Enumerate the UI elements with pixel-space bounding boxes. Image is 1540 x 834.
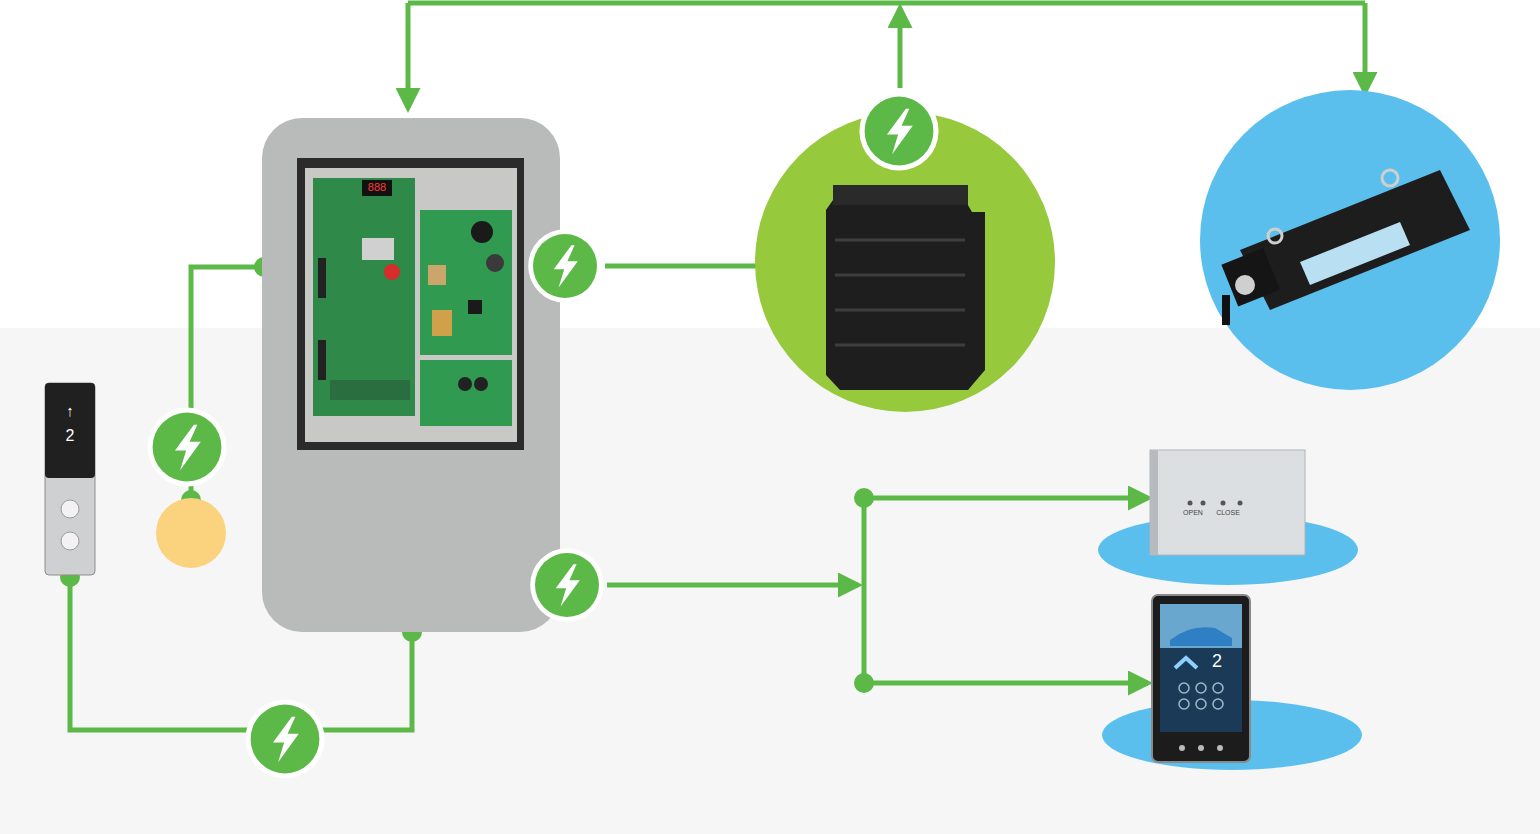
hall-call-panel: ↑2 <box>45 383 95 478</box>
lower-band <box>0 328 1540 834</box>
power-badge <box>245 699 324 778</box>
power-badge <box>859 91 938 170</box>
direction-arrow: ↑ <box>45 403 95 420</box>
indicator-lamp <box>156 498 226 568</box>
door-motor <box>1221 170 1470 325</box>
power-badge <box>530 548 604 622</box>
power-badge <box>147 407 226 486</box>
door-controller: OPEN CLOSE <box>1150 450 1305 555</box>
car-touchscreen <box>1152 595 1250 762</box>
car-touchscreen: 2 <box>1160 604 1242 732</box>
floor-number: 2 <box>1202 652 1232 672</box>
motor-disc <box>1200 90 1500 390</box>
hall-call-panel <box>45 383 95 575</box>
floor-number: 2 <box>45 427 95 445</box>
segment-display: 888 <box>362 181 392 193</box>
button-label: CLOSE <box>1212 509 1244 517</box>
pcb <box>297 158 524 450</box>
power-badge <box>528 229 602 303</box>
controller-cabinet <box>262 118 560 632</box>
button-label: OPEN <box>1178 509 1208 517</box>
wires <box>70 3 1365 730</box>
battery <box>826 185 985 390</box>
door-controller <box>1150 450 1305 555</box>
